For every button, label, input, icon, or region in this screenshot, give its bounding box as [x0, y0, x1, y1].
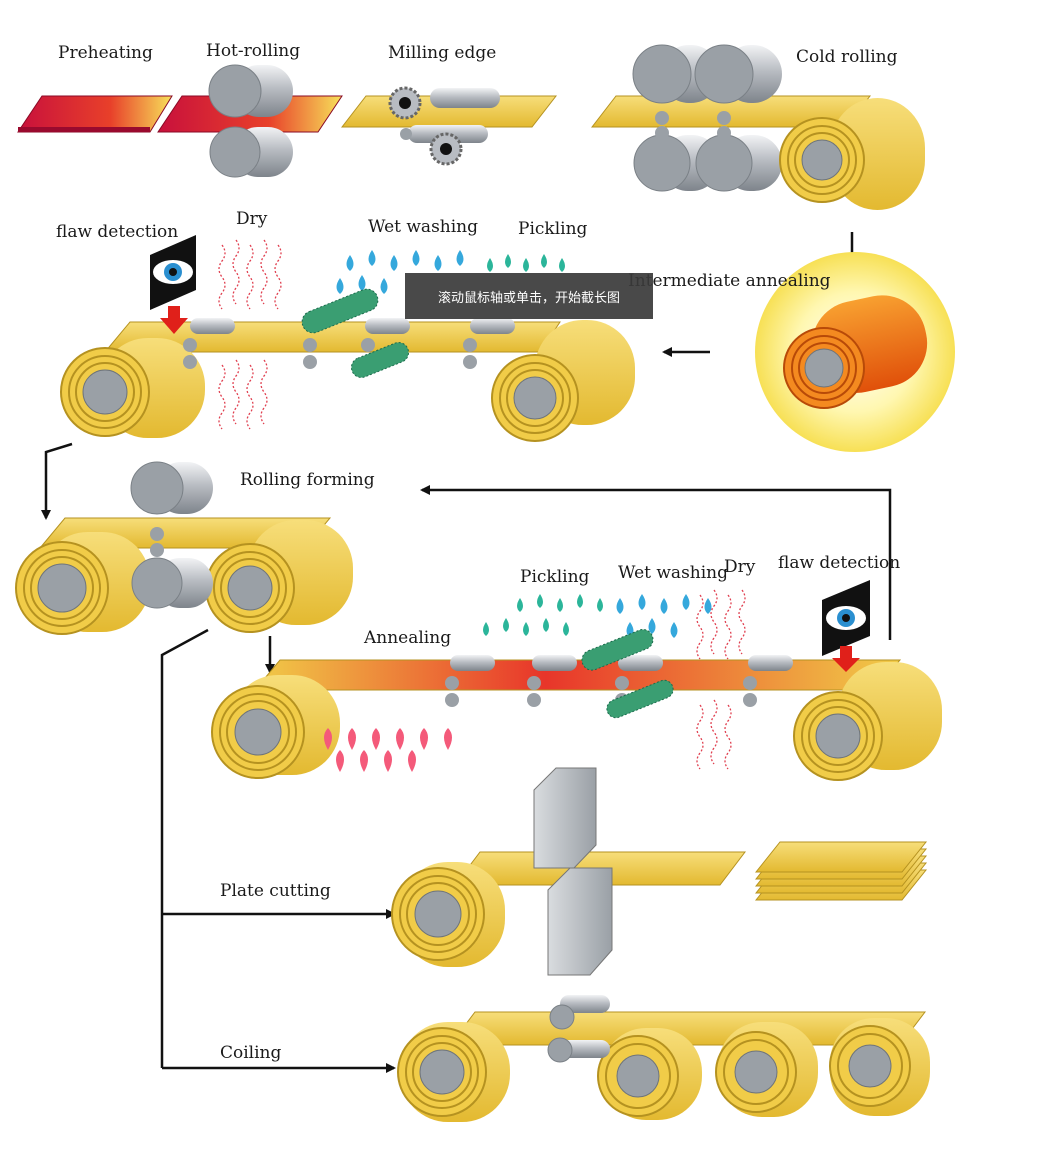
label-preheating: Preheating [58, 43, 153, 63]
milling-edge-stage [340, 86, 558, 166]
label-pickling-1: Pickling [518, 219, 588, 239]
preheating-stage [17, 95, 343, 133]
label-hot-rolling: Hot-rolling [206, 41, 300, 61]
hot-rolling-rollers [208, 64, 293, 178]
label-wet-washing-1: Wet washing [368, 217, 478, 237]
blade-icon [533, 767, 613, 976]
strip-line-2 [60, 318, 635, 442]
label-annealing: Annealing [363, 628, 451, 648]
wet-washing-droplets-2 [616, 594, 712, 638]
label-milling-edge: Milling edge [388, 43, 496, 63]
label-flaw-detection-1: flaw detection [56, 222, 178, 242]
cold-rolling-stage [590, 44, 925, 210]
label-dry-2: Dry [724, 557, 756, 577]
dry-waves-2 [696, 589, 746, 770]
dry-waves-1 [218, 239, 282, 430]
tooltip-text: 滚动鼠标轴或单击，开始截长图 [437, 290, 620, 306]
wet-washing-droplets-1 [336, 250, 464, 294]
coiling-stage [397, 995, 930, 1122]
flaw-detector-2 [822, 580, 870, 672]
label-cold-rolling: Cold rolling [796, 47, 898, 67]
brush-icon [581, 629, 674, 719]
label-pickling-2: Pickling [520, 567, 590, 587]
rolling-forming-stage [15, 461, 353, 635]
arrow-icon [41, 442, 73, 520]
label-wet-washing-2: Wet washing [618, 563, 728, 583]
plate-cutting-stage [391, 767, 928, 976]
arrow-icon [420, 485, 892, 640]
pickling-droplets-1 [487, 254, 565, 272]
strip-line-4 [211, 655, 942, 781]
label-rolling-forming: Rolling forming [240, 470, 375, 490]
branch-arrows [160, 628, 396, 1073]
label-dry-1: Dry [236, 209, 268, 229]
intermediate-annealing-stage [755, 252, 955, 452]
label-plate-cutting: Plate cutting [220, 881, 331, 901]
label-flaw-detection-2: flaw detection [778, 553, 900, 573]
cut-plates-stack [754, 841, 928, 901]
label-intermediate-annealing: Intermediate annealing [628, 271, 831, 291]
pickling-droplets-2 [483, 594, 603, 636]
brush-icon [301, 288, 410, 378]
screenshot-hint-tooltip[interactable]: 滚动鼠标轴或单击，开始截长图 [405, 273, 653, 319]
flame-icon [324, 728, 452, 772]
label-coiling: Coiling [220, 1043, 282, 1063]
flaw-detector-1 [150, 235, 196, 334]
